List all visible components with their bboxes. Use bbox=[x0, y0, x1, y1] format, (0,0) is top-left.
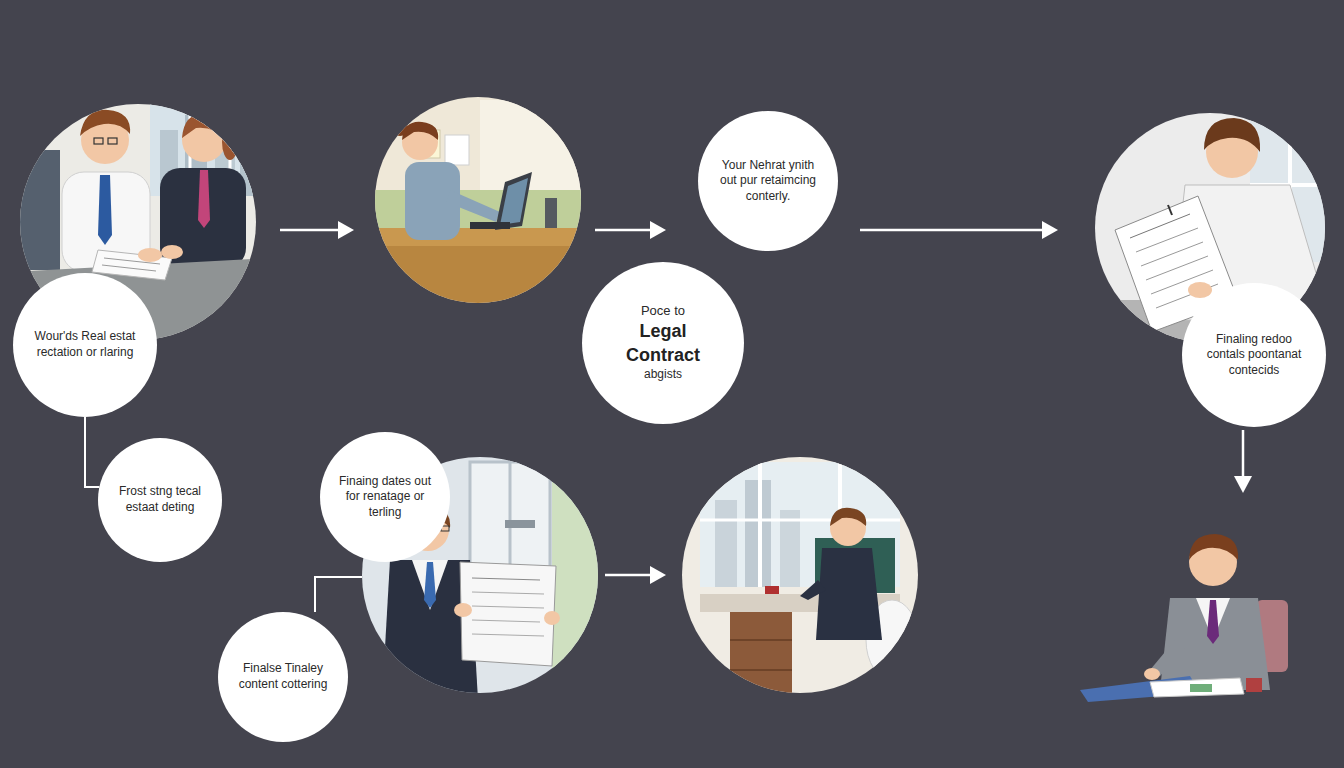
text-circle: Frost stng tecal estaat deting bbox=[98, 438, 222, 562]
text-circle: Poce toLegal Contractabgists bbox=[582, 262, 744, 424]
node-text: Your Nehrat ynith out pur retaimcing con… bbox=[716, 158, 820, 205]
node-text: Poce to bbox=[601, 303, 725, 320]
text-group: Finalse Tinaley content cottering bbox=[236, 661, 330, 692]
text-circle: Finaing dates out for renatage or terlin… bbox=[320, 432, 450, 562]
text-group: Poce toLegal Contractabgists bbox=[601, 303, 725, 382]
node-text: Finaling redoo contals poontanat conteci… bbox=[1200, 332, 1308, 379]
writing-illustration bbox=[1080, 534, 1288, 702]
laptop-illustration bbox=[370, 95, 590, 306]
arrow-heads bbox=[338, 221, 1252, 584]
text-group: Finaling redoo contals poontanat conteci… bbox=[1200, 332, 1308, 379]
text-group: Wour'ds Real estat rectation or rlaring bbox=[29, 329, 141, 360]
text-circle: Your Nehrat ynith out pur retaimcing con… bbox=[698, 111, 838, 251]
node-text: Finaing dates out for renatage or terlin… bbox=[336, 474, 434, 521]
desk-illustration bbox=[680, 455, 920, 702]
text-group: Finaing dates out for renatage or terlin… bbox=[336, 474, 434, 521]
node-text: Finalse Tinaley content cottering bbox=[236, 661, 330, 692]
connector-line bbox=[85, 417, 99, 487]
node-heading: Legal Contract bbox=[601, 320, 725, 367]
flow-arrows bbox=[280, 230, 1243, 612]
node-text: Frost stng tecal estaat deting bbox=[118, 484, 202, 515]
text-group: Frost stng tecal estaat deting bbox=[118, 484, 202, 515]
node-text: abgists bbox=[601, 367, 725, 383]
text-circle: Finalse Tinaley content cottering bbox=[218, 612, 348, 742]
node-text: Wour'ds Real estat rectation or rlaring bbox=[29, 329, 141, 360]
text-group: Your Nehrat ynith out pur retaimcing con… bbox=[716, 158, 820, 205]
text-circle: Wour'ds Real estat rectation or rlaring bbox=[13, 273, 157, 417]
text-circle: Finaling redoo contals poontanat conteci… bbox=[1182, 283, 1326, 427]
